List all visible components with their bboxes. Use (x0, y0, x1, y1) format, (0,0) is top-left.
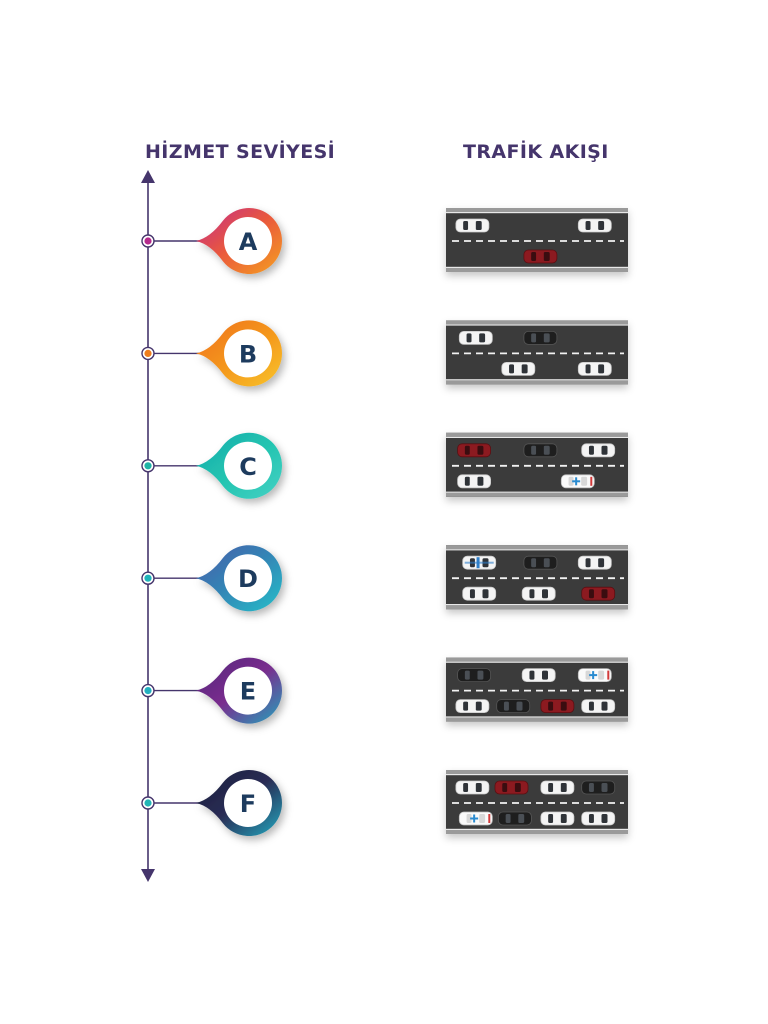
level-row-d: D (141, 545, 282, 612)
level-letter: A (239, 228, 258, 256)
car-white-icon (455, 218, 490, 233)
car-white-icon (521, 586, 556, 601)
car-white-icon (577, 555, 612, 570)
service-level-heading: HİZMET SEVİYESİ (145, 141, 336, 163)
car-white-icon (455, 780, 490, 795)
level-row-b: B (141, 320, 282, 387)
car-white-icon (581, 699, 616, 713)
level-row-e: E (141, 657, 282, 724)
level-row-f: F (141, 769, 282, 837)
level-pin-e: E (196, 657, 282, 724)
level-pin-d: D (196, 545, 282, 612)
car-black-icon (523, 330, 558, 345)
car-black-icon (581, 780, 616, 795)
level-row-c: C (141, 432, 283, 499)
car-white-icon (501, 361, 536, 376)
arrow-up-icon (141, 170, 155, 183)
level-letter: F (240, 790, 256, 818)
axis-dot (141, 683, 155, 698)
car-white-icon (457, 474, 492, 489)
car-white-icon (462, 586, 497, 601)
traffic-road-1 (446, 320, 628, 385)
car-red-icon (457, 443, 492, 458)
axis-dot (141, 234, 155, 248)
car-white-icon (540, 811, 575, 826)
vertical-axis (141, 170, 155, 882)
level-pin-c: C (196, 432, 283, 499)
car-ambulance-icon (458, 811, 493, 826)
car-red-icon (581, 586, 616, 601)
car-black-icon (523, 443, 558, 458)
traffic-road-4 (446, 657, 628, 722)
level-pin-b: B (196, 320, 282, 387)
axis-dot (141, 346, 155, 361)
traffic-flow-heading: TRAFİK AKIŞI (463, 141, 609, 163)
car-red-icon (494, 780, 529, 795)
car-white-icon (540, 780, 575, 795)
car-white-icon (458, 330, 493, 345)
level-letter: C (239, 453, 257, 481)
car-white-icon (581, 811, 616, 826)
traffic-road-3 (446, 545, 628, 610)
car-white-icon (577, 218, 612, 233)
car-red-icon (540, 699, 575, 713)
level-row-a: A (141, 208, 282, 274)
car-ambulance-icon (560, 474, 595, 489)
car-black-icon (523, 555, 558, 570)
level-pin-a: A (196, 208, 282, 274)
car-red-icon (523, 249, 558, 264)
car-black-icon (457, 668, 492, 682)
car-police-icon (462, 555, 497, 570)
level-pin-f: F (196, 769, 282, 837)
axis-dot (141, 796, 155, 810)
car-ambulance-icon (577, 668, 612, 682)
traffic-road-2 (446, 432, 628, 497)
traffic-road-5 (446, 770, 628, 834)
car-white-icon (521, 668, 556, 682)
level-letter: E (240, 678, 256, 706)
axis-dot (141, 459, 155, 473)
car-white-icon (455, 699, 490, 713)
arrow-down-icon (141, 869, 155, 882)
level-letter: B (239, 340, 257, 368)
traffic-road-0 (446, 208, 628, 272)
axis-dot (141, 571, 155, 585)
level-letter: D (238, 565, 258, 593)
car-black-icon (497, 811, 532, 826)
car-black-icon (496, 699, 531, 713)
car-white-icon (581, 443, 616, 458)
car-white-icon (577, 361, 612, 376)
